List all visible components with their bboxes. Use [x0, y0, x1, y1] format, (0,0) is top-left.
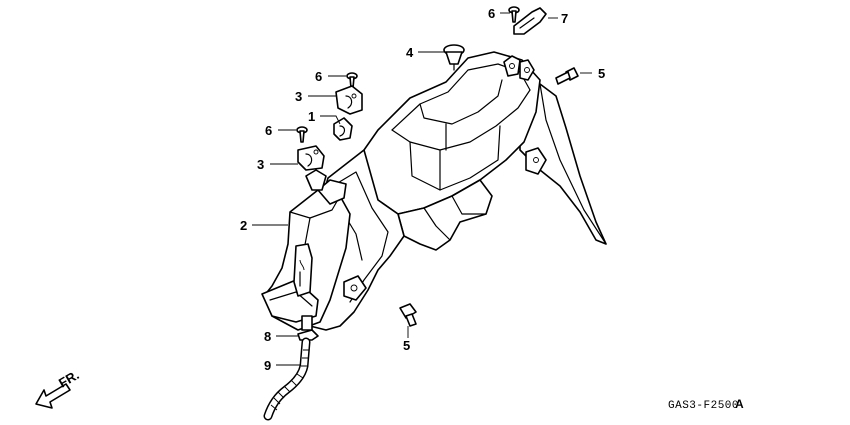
grommet-4 — [443, 44, 465, 71]
screw-6-top — [508, 6, 520, 23]
clamp-3-upper — [335, 85, 363, 115]
callout-5-bottom: 5 — [403, 338, 410, 353]
clip-1 — [333, 117, 353, 141]
leader-lines — [252, 12, 592, 366]
front-direction-arrow: FR. — [35, 367, 82, 409]
callout-6-top: 6 — [488, 6, 495, 21]
bolt-5-right — [555, 67, 579, 85]
diagram-code-text: GAS3-F2500 — [668, 400, 739, 412]
screw-6-middle — [296, 126, 308, 143]
callout-6-middle: 6 — [265, 123, 272, 138]
callout-3-upper: 3 — [295, 89, 302, 104]
inner-fender — [261, 51, 607, 331]
diagram-code-suffix: A — [735, 397, 744, 411]
callout-4: 4 — [406, 45, 414, 60]
callout-2: 2 — [240, 218, 247, 233]
callout-numbers: 6 7 4 5 6 3 1 6 3 2 8 5 9 — [240, 6, 605, 373]
clamp-3-lower — [297, 145, 325, 171]
bolt-5-bottom — [399, 303, 417, 327]
bracket-7 — [513, 7, 547, 35]
callout-9: 9 — [264, 358, 271, 373]
diagram-code: GAS3-F2500 A — [668, 397, 744, 412]
callout-1: 1 — [308, 109, 315, 124]
callout-5-right: 5 — [598, 66, 605, 81]
drain-tube-9 — [263, 337, 311, 421]
callout-7: 7 — [561, 11, 568, 26]
callout-8: 8 — [264, 329, 271, 344]
callout-6-upper: 6 — [315, 69, 322, 84]
callout-3-lower: 3 — [257, 157, 264, 172]
clip-8 — [297, 329, 319, 341]
